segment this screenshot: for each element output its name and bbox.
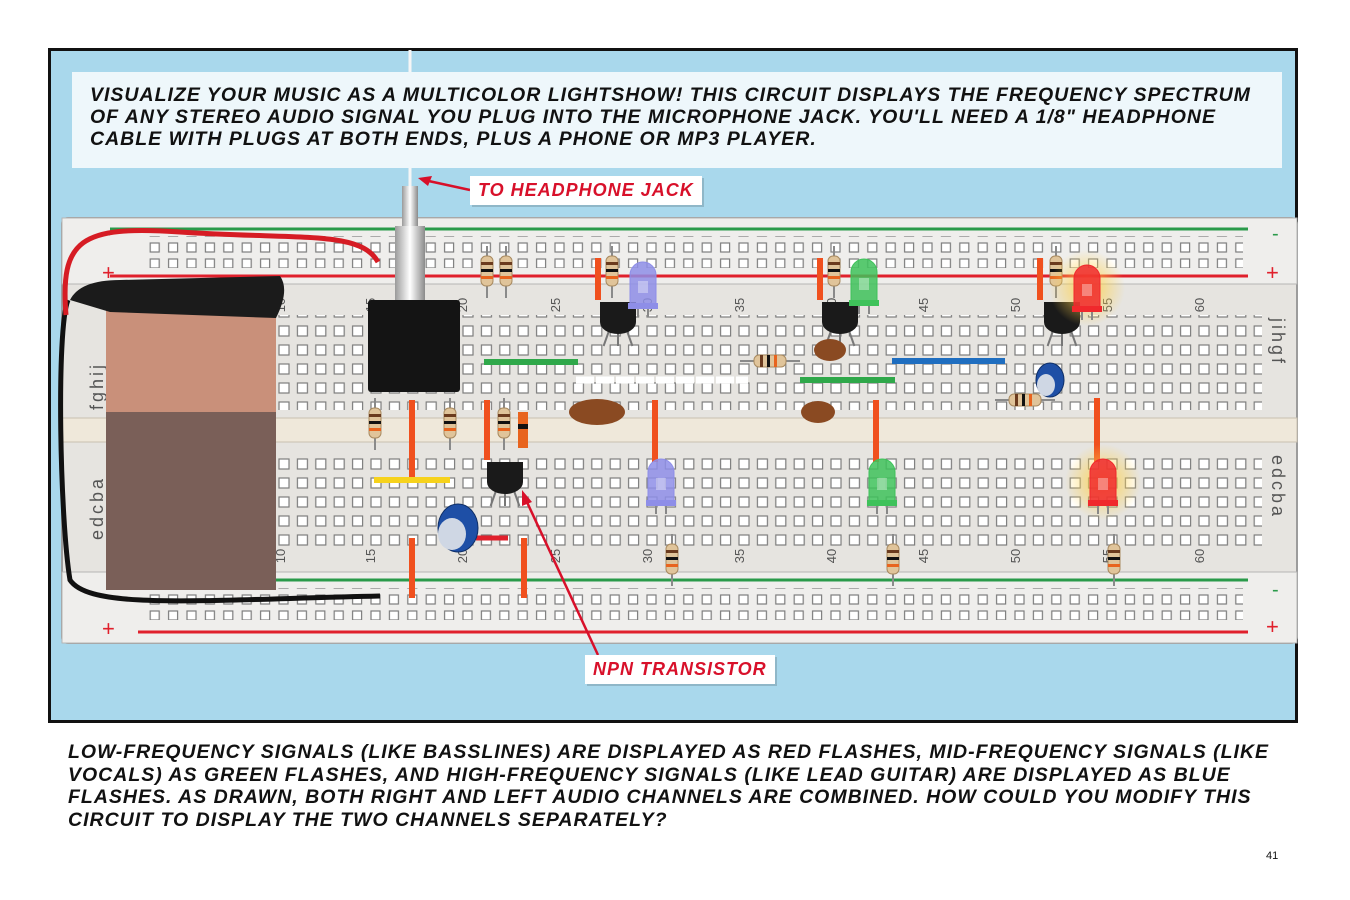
- column-number: 15: [363, 549, 378, 563]
- resistor: [886, 534, 900, 586]
- led: [1065, 444, 1141, 520]
- column-number: 60: [1192, 298, 1207, 312]
- resistor: [665, 534, 679, 586]
- arrow-to-headphone-jack: [423, 178, 471, 192]
- resistor: [740, 354, 800, 368]
- battery-lead-black: [58, 299, 381, 604]
- resistor: [499, 246, 513, 298]
- column-number: 35: [732, 298, 747, 312]
- arrow-head: [522, 490, 532, 506]
- ceramic-capacitor: [569, 399, 625, 425]
- column-number: 30: [640, 549, 655, 563]
- column-number: 40: [824, 549, 839, 563]
- column-number: 45: [916, 298, 931, 312]
- jumper-wires: [374, 258, 1100, 598]
- battery: [58, 227, 381, 604]
- resistor: [480, 246, 494, 298]
- callout-arrows: [418, 176, 600, 656]
- diode: [518, 412, 528, 448]
- column-number: 50: [1008, 298, 1023, 312]
- column-number: 25: [548, 298, 563, 312]
- rail-plus-top-right: +: [1266, 260, 1279, 285]
- column-number: 50: [1008, 549, 1023, 563]
- ceramic-capacitors: [569, 339, 846, 425]
- resistor: [497, 398, 511, 450]
- column-number: 45: [916, 549, 931, 563]
- electrolytic-capacitors: [437, 362, 1065, 553]
- led: [646, 458, 676, 514]
- capacitor-top: [1037, 374, 1055, 396]
- row-letters-bottom-right: edcba: [1268, 455, 1288, 519]
- column-number: 35: [732, 549, 747, 563]
- column-number: 60: [1192, 549, 1207, 563]
- rail-plus-bottom-left: +: [102, 616, 115, 641]
- ceramic-capacitor: [814, 339, 846, 361]
- headphone-jack-label: To headphone jack: [470, 176, 702, 205]
- leds: [628, 250, 1141, 520]
- column-number: 10: [273, 549, 288, 563]
- led: [867, 458, 897, 514]
- rail-minus-top-right: -: [1272, 223, 1279, 245]
- row-letters-top-left: fghij: [87, 362, 107, 410]
- column-number: 25: [548, 549, 563, 563]
- column-numbers-top: 1015202530354045505560: [273, 298, 1207, 312]
- resistor: [995, 393, 1055, 407]
- diode-band: [518, 424, 528, 429]
- capacitor-top: [438, 518, 466, 550]
- rail-holes-bottom: [148, 588, 1243, 620]
- led: [849, 258, 879, 314]
- explanation-caption: Low-frequency signals (like basslines) a…: [48, 720, 1298, 845]
- rail-plus-top-left: +: [102, 260, 115, 285]
- arrow-head: [418, 176, 432, 186]
- terminal-holes-top: [112, 315, 1262, 410]
- npn-transistor: [487, 462, 523, 507]
- row-letters-top-right: jihgf: [1268, 317, 1288, 366]
- npn-transistor: [600, 302, 636, 347]
- row-letters-bottom-left: edcba: [87, 476, 107, 540]
- resistor: [443, 398, 457, 450]
- npn-transistor-label: NPN transistor: [585, 655, 775, 684]
- ceramic-capacitor: [801, 401, 835, 423]
- arrow-to-transistor: [524, 499, 600, 656]
- rail-minus-bottom-right: -: [1272, 579, 1279, 601]
- transistors: [487, 302, 1080, 507]
- resistor: [368, 398, 382, 450]
- led: [628, 261, 658, 317]
- rail-plus-bottom-right: +: [1266, 614, 1279, 639]
- resistor: [605, 246, 619, 298]
- page-number: 41: [1266, 850, 1279, 862]
- led: [1049, 250, 1125, 326]
- battery-lead-red: [62, 227, 381, 316]
- resistor: [827, 246, 841, 298]
- resistor: [1107, 534, 1121, 586]
- intro-caption: Visualize your music as a multicolor lig…: [72, 72, 1282, 168]
